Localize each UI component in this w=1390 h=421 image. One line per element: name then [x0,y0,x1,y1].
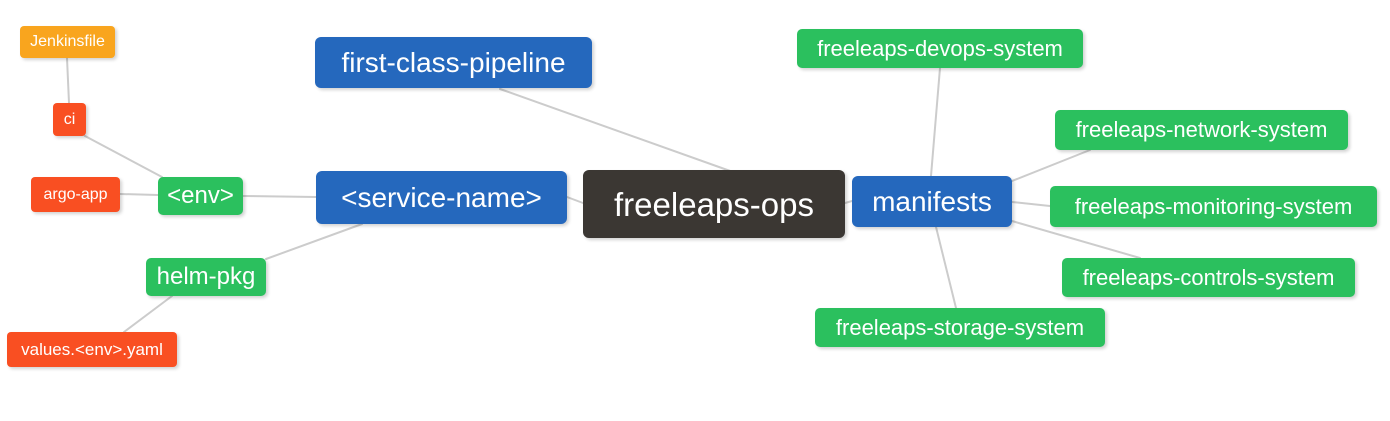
node-argo-app[interactable]: argo-app [31,177,120,212]
node-values-env-yaml[interactable]: values.<env>.yaml [7,332,177,367]
edge-manifests-storage [935,226,957,309]
edge-argo-app-env [119,193,159,196]
node-service-name[interactable]: <service-name> [316,171,567,224]
node-helm-pkg[interactable]: helm-pkg [146,258,266,296]
node-freeleaps-network-system[interactable]: freeleaps-network-system [1055,110,1348,150]
node-ci[interactable]: ci [53,103,86,136]
edge-manifests-controls [1011,220,1141,259]
node-freeleaps-devops-system[interactable]: freeleaps-devops-system [797,29,1083,68]
node-freeleaps-storage-system[interactable]: freeleaps-storage-system [815,308,1105,347]
node-freeleaps-ops[interactable]: freeleaps-ops [583,170,845,238]
edge-service-root [566,196,584,204]
edge-manifests-network [1011,149,1091,182]
edge-manifests-monitoring [1011,201,1051,207]
edge-ci-env [84,135,163,178]
edge-manifests-devops [930,67,941,177]
edge-helm-pkg-service [265,223,363,260]
node-jenkinsfile[interactable]: Jenkinsfile [20,26,115,58]
edge-root-manifests [844,200,853,204]
node-manifests[interactable]: manifests [852,176,1012,227]
edge-values-helm-pkg [123,295,173,333]
node-freeleaps-controls-system[interactable]: freeleaps-controls-system [1062,258,1355,297]
edge-env-service [242,195,317,198]
edge-jenkinsfile-ci [66,57,70,104]
edge-pipeline-root [499,88,734,173]
node-env[interactable]: <env> [158,177,243,215]
node-freeleaps-monitoring-system[interactable]: freeleaps-monitoring-system [1050,186,1377,227]
node-first-class-pipeline[interactable]: first-class-pipeline [315,37,592,88]
